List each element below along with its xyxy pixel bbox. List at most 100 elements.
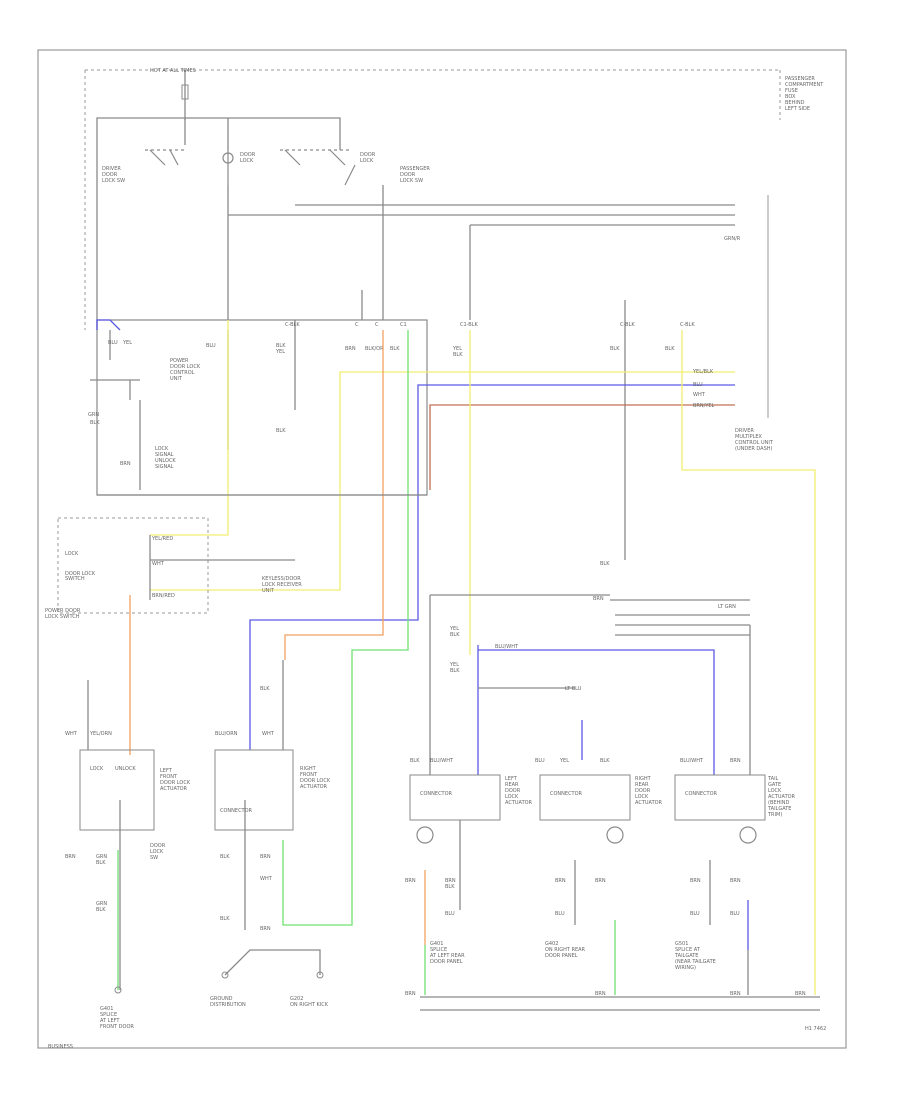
svg-text:TAILGATE: TAILGATE [674, 953, 698, 959]
svg-text:WHT: WHT [262, 731, 275, 737]
svg-text:BLU/WHT: BLU/WHT [495, 644, 519, 650]
svg-text:BLK: BLK [600, 561, 610, 567]
svg-text:SPLICE AT: SPLICE AT [675, 947, 701, 953]
svg-text:BLK: BLK [410, 758, 420, 764]
svg-text:AT LEFT: AT LEFT [100, 1018, 120, 1024]
svg-text:FRONT DOOR: FRONT DOOR [100, 1024, 134, 1030]
svg-text:DOOR LOCK: DOOR LOCK [170, 364, 201, 370]
svg-text:ACTUATOR: ACTUATOR [768, 794, 796, 800]
svg-text:BRN: BRN [345, 346, 356, 352]
svg-text:DOOR LOCK: DOOR LOCK [300, 778, 331, 784]
svg-text:UNLOCK: UNLOCK [115, 766, 136, 772]
svg-text:YEL: YEL [559, 758, 569, 764]
svg-text:LOCK: LOCK [360, 158, 374, 164]
svg-text:BLU/WHT: BLU/WHT [680, 758, 704, 764]
svg-text:DOOR: DOOR [360, 152, 376, 158]
svg-text:YEL: YEL [449, 662, 459, 668]
svg-text:BLK: BLK [90, 420, 100, 426]
svg-text:YEL/ORN: YEL/ORN [89, 731, 112, 737]
svg-text:LOCK SW: LOCK SW [400, 178, 423, 184]
svg-text:LT GRN: LT GRN [718, 604, 736, 610]
svg-text:C: C [375, 322, 379, 328]
svg-text:CONTROL: CONTROL [170, 370, 195, 376]
svg-text:REAR: REAR [635, 782, 649, 788]
svg-text:LT BLU: LT BLU [565, 686, 582, 692]
svg-text:LOCK: LOCK [155, 446, 169, 452]
svg-text:BLK: BLK [450, 632, 460, 638]
svg-text:DRIVER: DRIVER [735, 428, 754, 434]
svg-text:BRN: BRN [445, 878, 456, 884]
page-id: H1 7462 [805, 1026, 826, 1032]
svg-text:UNLOCK: UNLOCK [155, 458, 176, 464]
svg-text:LOCK: LOCK [768, 788, 782, 794]
svg-text:BRN: BRN [405, 878, 416, 884]
svg-text:PASSENGER: PASSENGER [785, 76, 815, 82]
svg-text:BEHIND: BEHIND [785, 100, 805, 106]
svg-text:MULTIPLEX: MULTIPLEX [735, 434, 763, 440]
svg-text:BRN: BRN [595, 991, 606, 997]
svg-text:DRIVER: DRIVER [102, 166, 121, 172]
svg-text:BUSINESS: BUSINESS [48, 1044, 73, 1050]
svg-text:COMPARTMENT: COMPARTMENT [785, 82, 824, 88]
svg-text:DOOR: DOOR [635, 788, 651, 794]
svg-text:LOCK: LOCK [505, 794, 519, 800]
svg-text:BRN: BRN [595, 878, 606, 884]
svg-text:BLK: BLK [220, 854, 230, 860]
green-harness [282, 330, 409, 926]
left-rear-actuator-box [409, 774, 501, 821]
svg-text:DOOR LOCK: DOOR LOCK [160, 780, 191, 786]
svg-text:DOOR PANEL: DOOR PANEL [545, 953, 578, 959]
svg-text:WIRING): WIRING) [675, 965, 696, 971]
svg-text:YEL: YEL [122, 340, 132, 346]
svg-text:BLU: BLU [206, 343, 216, 349]
right-door-lock-switch [280, 149, 356, 186]
svg-text:SPLICE: SPLICE [100, 1012, 117, 1018]
svg-text:TAIL: TAIL [767, 776, 779, 782]
svg-text:C1-BLK: C1-BLK [460, 322, 479, 328]
svg-text:FUSE: FUSE [785, 88, 798, 94]
svg-text:ACTUATOR: ACTUATOR [160, 786, 188, 792]
svg-text:BLK: BLK [610, 346, 620, 352]
svg-text:BLK: BLK [390, 346, 400, 352]
svg-text:GRN/R: GRN/R [724, 236, 741, 242]
keyless-entry-unit [57, 517, 209, 614]
svg-text:YEL/RED: YEL/RED [151, 536, 173, 542]
svg-text:GRN: GRN [88, 412, 99, 418]
svg-text:BRN: BRN [690, 878, 701, 884]
svg-text:POWER: POWER [170, 358, 189, 364]
svg-text:(BEHIND: (BEHIND [768, 800, 790, 806]
svg-text:GRN: GRN [96, 854, 107, 860]
svg-text:BOX: BOX [785, 94, 796, 100]
svg-text:GRN: GRN [96, 901, 107, 907]
fuse [181, 84, 189, 100]
svg-text:LOCK: LOCK [150, 849, 164, 855]
svg-text:LOCK: LOCK [240, 158, 254, 164]
svg-text:WHT: WHT [152, 561, 165, 567]
blue-harness [249, 384, 735, 750]
svg-text:CONNECTOR: CONNECTOR [420, 791, 453, 797]
svg-text:G401: G401 [100, 1006, 113, 1012]
svg-text:DOOR PANEL: DOOR PANEL [430, 959, 463, 965]
switch-bus [96, 117, 341, 330]
svg-text:BRN: BRN [555, 878, 566, 884]
svg-text:UNIT: UNIT [262, 588, 275, 594]
svg-text:(NEAR TAILGATE: (NEAR TAILGATE [675, 959, 716, 965]
svg-text:BLK: BLK [445, 884, 455, 890]
svg-text:BLK: BLK [450, 668, 460, 674]
svg-text:BLU: BLU [535, 758, 545, 764]
svg-text:BLK: BLK [96, 907, 106, 913]
tg-motor-icon [739, 826, 757, 844]
svg-text:FRONT: FRONT [160, 774, 178, 780]
brown-harness [429, 404, 735, 490]
svg-text:BLU/WHT: BLU/WHT [430, 758, 454, 764]
svg-text:CONNECTOR: CONNECTOR [220, 808, 253, 814]
svg-text:BRN: BRN [730, 991, 741, 997]
svg-text:BRN/RED: BRN/RED [152, 593, 175, 599]
svg-text:SW: SW [150, 855, 158, 861]
svg-text:G401: G401 [430, 941, 443, 947]
svg-text:DOOR: DOOR [400, 172, 416, 178]
svg-text:LEFT: LEFT [160, 768, 173, 774]
svg-text:(UNDER DASH): (UNDER DASH) [735, 446, 773, 452]
svg-text:WHT: WHT [693, 392, 706, 398]
svg-text:ON RIGHT REAR: ON RIGHT REAR [545, 947, 586, 953]
